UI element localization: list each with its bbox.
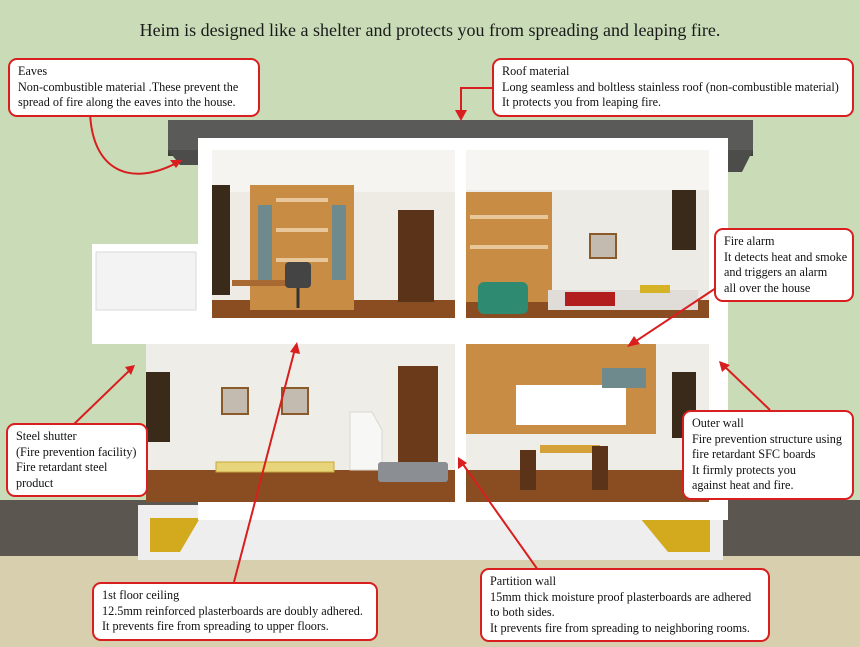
callout-ceiling-line: It prevents fire from spreading to upper… — [102, 619, 329, 633]
callout-fire-alarm-line: It detects heat and smoke — [724, 249, 848, 264]
callout-fire-alarm-heading: Fire alarm — [724, 234, 775, 248]
callout-outer-wall-line: It firmly protects you — [692, 462, 796, 477]
callout-ceiling-line: 12.5mm reinforced plasterboards are doub… — [102, 603, 363, 618]
callout-eaves-heading: Eaves — [18, 64, 48, 78]
callout-steel-shutter-line: product — [16, 475, 54, 490]
callout-roof-line: It protects you from leaping fire. — [502, 95, 662, 109]
insulation-left — [150, 518, 200, 552]
callout-fire-alarm-line: and triggers an alarm — [724, 265, 828, 279]
insulation-right — [640, 518, 710, 552]
callout-steel-shutter-line: (Fire prevention facility) — [16, 444, 137, 459]
callout-eaves: Eaves Non-combustible material .These pr… — [8, 58, 260, 117]
callout-outer-wall-heading: Outer wall — [692, 416, 744, 430]
room-living — [146, 344, 455, 502]
callout-partition-heading: Partition wall — [490, 574, 557, 588]
callout-outer-wall-line: against heat and fire. — [692, 478, 794, 492]
leader-eaves — [89, 107, 183, 175]
callout-ceiling-heading: 1st floor ceiling — [102, 588, 180, 602]
room-study — [212, 150, 455, 318]
leader-partition — [459, 459, 539, 571]
callout-eaves-line: spread of fire along the eaves into the … — [18, 95, 236, 109]
leader-outer-wall — [721, 363, 771, 411]
leader-lines — [71, 87, 771, 583]
callout-outer-wall: Outer wall Fire prevention structure usi… — [682, 410, 854, 500]
callout-partition-line: 15mm thick moisture proof plasterboards … — [490, 589, 752, 604]
callout-1st-floor-ceiling: 1st floor ceiling 12.5mm reinforced plas… — [92, 582, 378, 641]
callout-partition-wall: Partition wall 15mm thick moisture proof… — [480, 568, 770, 642]
leader-fire-alarm — [629, 287, 717, 346]
callout-steel-shutter: Steel shutter (Fire prevention facility)… — [6, 423, 148, 497]
leader-roof — [460, 87, 494, 117]
callout-partition-line: to both sides. — [490, 605, 555, 619]
room-bedroom — [466, 150, 709, 318]
room-dining — [466, 344, 709, 502]
callout-partition-line: It prevents fire from spreading to neigh… — [490, 620, 750, 635]
leader-ceiling — [233, 344, 297, 583]
diagram-title: Heim is designed like a shelter and prot… — [139, 20, 721, 40]
balcony-rail — [95, 251, 197, 311]
callout-fire-alarm-line: all over the house — [724, 280, 811, 295]
leader-steel-shutter — [71, 367, 133, 427]
eave-right — [720, 150, 753, 172]
callout-outer-wall-line: Fire prevention structure using — [692, 431, 842, 446]
callout-eaves-line: Non-combustible material .These prevent … — [18, 79, 239, 94]
callout-outer-wall-line: fire retardant SFC boards — [692, 447, 816, 461]
callout-steel-shutter-line: Fire retardant steel — [16, 460, 108, 474]
callout-roof-line: Long seamless and boltless stainless roo… — [502, 79, 839, 94]
leader-arrowheads — [125, 110, 730, 469]
callout-roof-heading: Roof material — [502, 64, 570, 78]
callout-fire-alarm: Fire alarm It detects heat and smoke and… — [714, 228, 854, 302]
callout-roof-material: Roof material Long seamless and boltless… — [492, 58, 854, 117]
callout-steel-shutter-heading: Steel shutter — [16, 429, 77, 443]
